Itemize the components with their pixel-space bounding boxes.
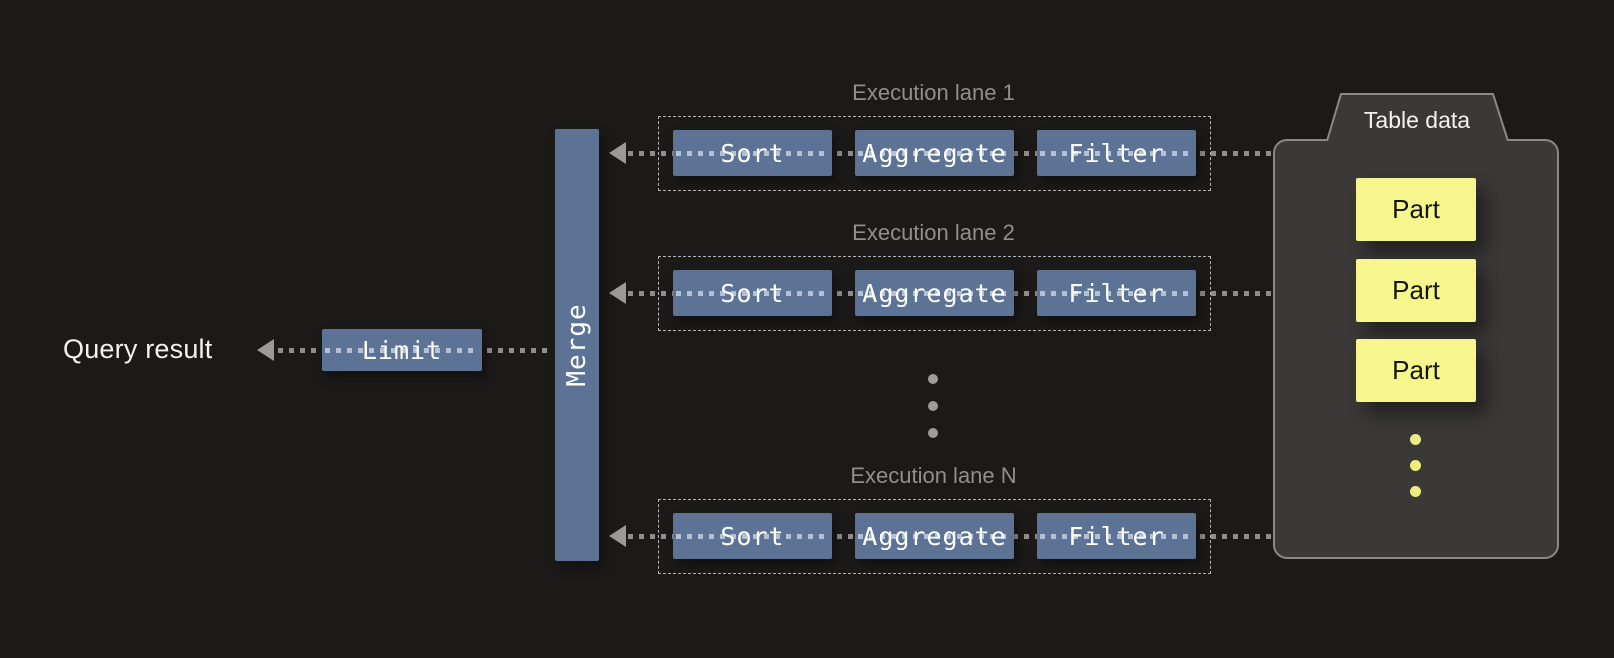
op-box-filter: Filter <box>1037 270 1196 316</box>
op-label: Sort <box>720 521 785 551</box>
vertical-ellipsis-dot <box>928 428 938 438</box>
op-box-sort: Sort <box>673 270 832 316</box>
op-box-filter: Filter <box>1037 513 1196 559</box>
arrow-left-icon <box>257 339 274 361</box>
op-box-aggregate: Aggregate <box>855 270 1014 316</box>
merge-bar: Merge <box>555 129 599 561</box>
limit-box: Limit <box>322 329 482 371</box>
op-box-aggregate: Aggregate <box>855 513 1014 559</box>
op-label: Sort <box>720 278 785 308</box>
op-label: Filter <box>1068 278 1165 308</box>
lane-boundary-1 <box>658 116 1211 191</box>
vertical-ellipsis-dot <box>928 374 938 384</box>
limit-label: Limit <box>361 335 443 365</box>
query-result-label: Query result <box>63 334 213 364</box>
part-label: Part <box>1392 275 1440 305</box>
arrow-left-icon <box>609 525 626 547</box>
table-data-tab <box>1326 93 1509 141</box>
vertical-ellipsis-dot <box>1410 460 1421 471</box>
op-label: Filter <box>1068 521 1165 551</box>
op-box-filter: Filter <box>1037 130 1196 176</box>
op-label: Filter <box>1068 138 1165 168</box>
arrow-left-icon <box>609 282 626 304</box>
table-data-title: Table data <box>1363 107 1471 133</box>
op-label: Aggregate <box>862 138 1007 168</box>
lane-label-2: Execution lane 2 <box>852 220 1015 245</box>
vertical-ellipsis-dot <box>1410 434 1421 445</box>
vertical-ellipsis-dot <box>928 401 938 411</box>
lane-label-1: Execution lane 1 <box>852 80 1015 105</box>
merge-label: Merge <box>562 303 592 387</box>
op-label: Aggregate <box>862 521 1007 551</box>
arrow-left-icon <box>609 142 626 164</box>
lane-label-n: Execution lane N <box>850 463 1017 488</box>
op-box-sort: Sort <box>673 130 832 176</box>
op-label: Aggregate <box>862 278 1007 308</box>
op-box-aggregate: Aggregate <box>855 130 1014 176</box>
part-label: Part <box>1392 355 1440 385</box>
part-box: Part <box>1356 259 1476 322</box>
lane-boundary-2 <box>658 256 1211 331</box>
lane-boundary-n <box>658 499 1211 574</box>
op-label: Sort <box>720 138 785 168</box>
op-box-sort: Sort <box>673 513 832 559</box>
part-label: Part <box>1392 194 1440 224</box>
part-box: Part <box>1356 339 1476 402</box>
part-box: Part <box>1356 178 1476 241</box>
vertical-ellipsis-dot <box>1410 486 1421 497</box>
